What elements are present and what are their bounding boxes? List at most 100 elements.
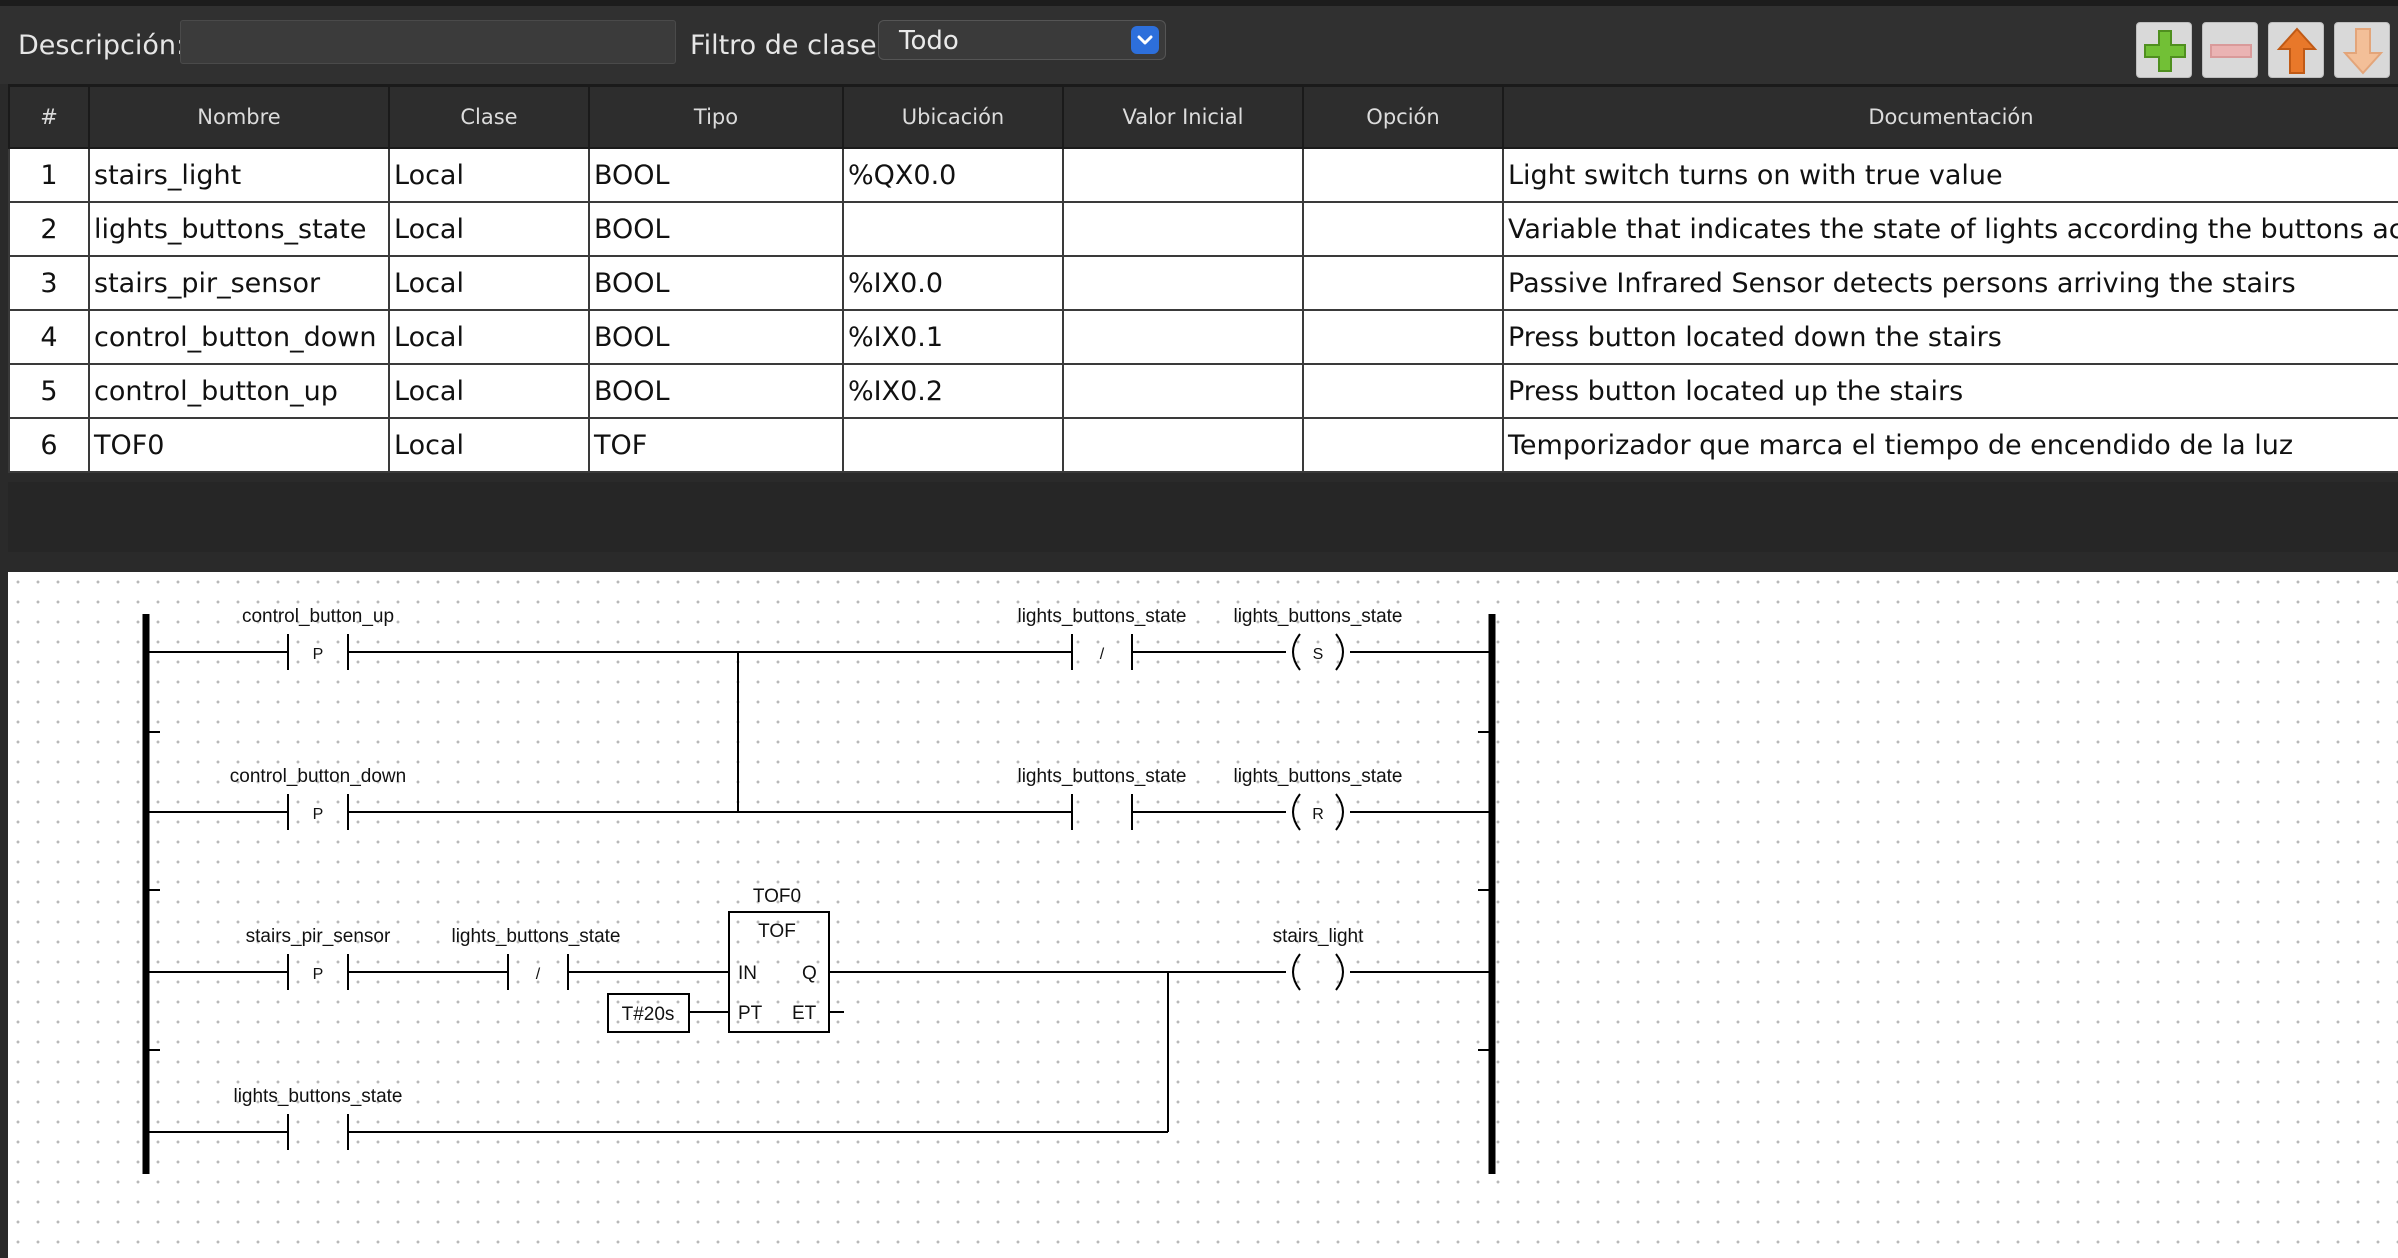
rung1-contact1-label: control_button_up xyxy=(242,606,394,627)
cell-index[interactable]: 6 xyxy=(8,417,90,473)
cell-location[interactable] xyxy=(842,201,1064,257)
column-header-type[interactable]: Tipo xyxy=(588,84,844,149)
rung3-contact2-modifier: / xyxy=(536,966,541,983)
tof-function-block[interactable] xyxy=(728,911,830,1033)
pt-constant-value: T#20s xyxy=(622,1004,675,1025)
cell-class[interactable]: Local xyxy=(388,147,590,203)
rung3-contact1-label: stairs_pir_sensor xyxy=(246,926,391,947)
cell-documentation[interactable]: Press button located up the stairs xyxy=(1502,363,2398,419)
table-row[interactable]: 4 control_button_down Local BOOL %IX0.1 … xyxy=(8,309,2398,365)
tof-pin-in: IN xyxy=(738,963,757,984)
table-row[interactable]: 1 stairs_light Local BOOL %QX0.0 Light s… xyxy=(8,147,2398,203)
table-row[interactable]: 3 stairs_pir_sensor Local BOOL %IX0.0 Pa… xyxy=(8,255,2398,311)
tof-pin-q: Q xyxy=(802,963,817,984)
cell-location[interactable]: %IX0.2 xyxy=(842,363,1064,419)
column-header-index[interactable]: # xyxy=(8,84,90,149)
cell-name[interactable]: stairs_light xyxy=(88,147,390,203)
cell-initial-value[interactable] xyxy=(1062,417,1304,473)
cell-type[interactable]: BOOL xyxy=(588,147,844,203)
rung3-coil-label: stairs_light xyxy=(1273,926,1365,947)
column-header-documentation[interactable]: Documentación xyxy=(1502,84,2398,149)
cell-location[interactable]: %IX0.1 xyxy=(842,309,1064,365)
remove-variable-button[interactable] xyxy=(2202,22,2258,78)
cell-type[interactable]: BOOL xyxy=(588,201,844,257)
remove-icon xyxy=(2210,44,2252,58)
ladder-diagram: control_button_up P lights_buttons_state… xyxy=(142,606,1496,1174)
cell-initial-value[interactable] xyxy=(1062,309,1304,365)
tof-pin-et: ET xyxy=(792,1003,817,1024)
rung1-contact1-modifier: P xyxy=(313,646,324,663)
cell-option[interactable] xyxy=(1302,417,1504,473)
class-filter-select[interactable]: Todo xyxy=(878,20,1166,60)
column-header-option[interactable]: Opción xyxy=(1302,84,1504,149)
description-label: Descripción: xyxy=(18,30,186,61)
cell-name[interactable]: lights_buttons_state xyxy=(88,201,390,257)
rung2-contact2-label: lights_buttons_state xyxy=(1017,766,1186,787)
cell-class[interactable]: Local xyxy=(388,309,590,365)
rung3-contact1-modifier: P xyxy=(313,966,324,983)
move-up-button[interactable] xyxy=(2268,22,2324,78)
cell-location[interactable]: %QX0.0 xyxy=(842,147,1064,203)
cell-name[interactable]: TOF0 xyxy=(88,417,390,473)
cell-initial-value[interactable] xyxy=(1062,255,1304,311)
cell-documentation[interactable]: Temporizador que marca el tiempo de ence… xyxy=(1502,417,2398,473)
chevron-down-icon xyxy=(1131,26,1159,54)
cell-location[interactable]: %IX0.0 xyxy=(842,255,1064,311)
table-row[interactable]: 5 control_button_up Local BOOL %IX0.2 Pr… xyxy=(8,363,2398,419)
column-header-class[interactable]: Clase xyxy=(388,84,590,149)
cell-index[interactable]: 3 xyxy=(8,255,90,311)
cell-index[interactable]: 2 xyxy=(8,201,90,257)
cell-option[interactable] xyxy=(1302,363,1504,419)
cell-initial-value[interactable] xyxy=(1062,363,1304,419)
rung1-coil-label: lights_buttons_state xyxy=(1233,606,1402,627)
column-header-initial-value[interactable]: Valor Inicial xyxy=(1062,84,1304,149)
rung2-contact1-label: control_button_down xyxy=(230,766,406,787)
cell-index[interactable]: 1 xyxy=(8,147,90,203)
cell-option[interactable] xyxy=(1302,147,1504,203)
table-row[interactable]: 2 lights_buttons_state Local BOOL Variab… xyxy=(8,201,2398,257)
cell-name[interactable]: stairs_pir_sensor xyxy=(88,255,390,311)
cell-location[interactable] xyxy=(842,417,1064,473)
class-filter-label: Filtro de clase: xyxy=(690,30,886,61)
add-variable-button[interactable] xyxy=(2136,22,2192,78)
cell-index[interactable]: 5 xyxy=(8,363,90,419)
table-row[interactable]: 6 TOF0 Local TOF Temporizador que marca … xyxy=(8,417,2398,473)
move-down-button[interactable] xyxy=(2334,22,2390,78)
cell-class[interactable]: Local xyxy=(388,417,590,473)
cell-index[interactable]: 4 xyxy=(8,309,90,365)
cell-option[interactable] xyxy=(1302,309,1504,365)
rung1-coil-modifier: S xyxy=(1313,646,1324,663)
rung2-coil-label: lights_buttons_state xyxy=(1233,766,1402,787)
cell-name[interactable]: control_button_up xyxy=(88,363,390,419)
table-header-row: # Nombre Clase Tipo Ubicación Valor Inic… xyxy=(8,84,2398,149)
cell-type[interactable]: BOOL xyxy=(588,255,844,311)
cell-type[interactable]: BOOL xyxy=(588,363,844,419)
cell-type[interactable]: BOOL xyxy=(588,309,844,365)
cell-option[interactable] xyxy=(1302,255,1504,311)
rung1-contact2-modifier: / xyxy=(1100,646,1105,663)
rung4-contact1-label: lights_buttons_state xyxy=(233,1086,402,1107)
rung2-contact1-modifier: P xyxy=(313,806,324,823)
description-input[interactable] xyxy=(180,20,676,64)
cell-documentation[interactable]: Light switch turns on with true value xyxy=(1502,147,2398,203)
rung1-contact2-label: lights_buttons_state xyxy=(1017,606,1186,627)
tof-pin-pt: PT xyxy=(738,1003,763,1024)
cell-class[interactable]: Local xyxy=(388,255,590,311)
tof-block-type: TOF xyxy=(758,921,796,942)
variables-table: # Nombre Clase Tipo Ubicación Valor Inic… xyxy=(8,84,2398,473)
cell-initial-value[interactable] xyxy=(1062,147,1304,203)
cell-documentation[interactable]: Press button located down the stairs xyxy=(1502,309,2398,365)
cell-option[interactable] xyxy=(1302,201,1504,257)
column-header-name[interactable]: Nombre xyxy=(88,84,390,149)
pt-constant-box[interactable] xyxy=(607,993,690,1033)
cell-class[interactable]: Local xyxy=(388,363,590,419)
cell-class[interactable]: Local xyxy=(388,201,590,257)
cell-documentation[interactable]: Variable that indicates the state of lig… xyxy=(1502,201,2398,257)
rung3-contact2-label: lights_buttons_state xyxy=(451,926,620,947)
ladder-diagram-canvas[interactable]: control_button_up P lights_buttons_state… xyxy=(8,572,2398,1258)
cell-documentation[interactable]: Passive Infrared Sensor detects persons … xyxy=(1502,255,2398,311)
column-header-location[interactable]: Ubicación xyxy=(842,84,1064,149)
cell-type[interactable]: TOF xyxy=(588,417,844,473)
cell-name[interactable]: control_button_down xyxy=(88,309,390,365)
cell-initial-value[interactable] xyxy=(1062,201,1304,257)
